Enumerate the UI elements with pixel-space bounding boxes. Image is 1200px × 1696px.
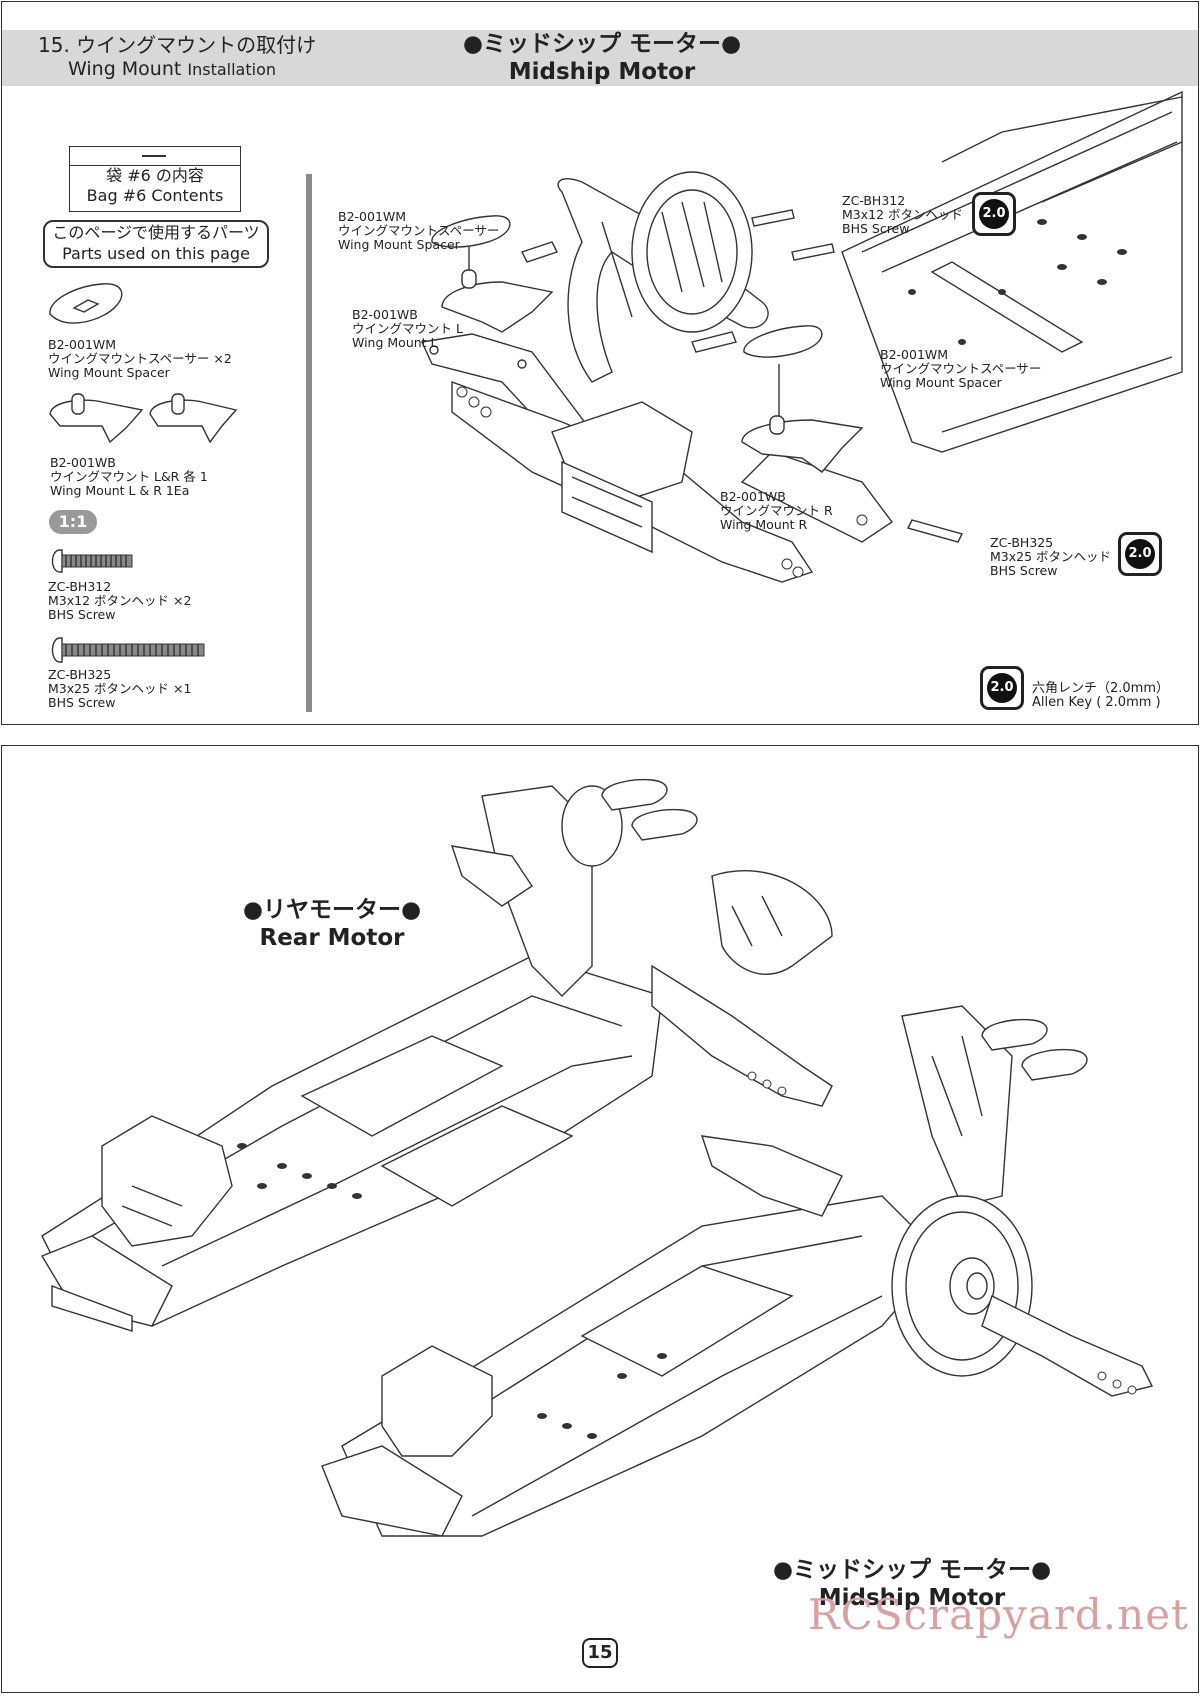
allen-key-en: Allen Key ( 2.0mm ) <box>1032 695 1161 710</box>
midship-motor-chassis-illustration <box>321 1005 1154 1537</box>
callout-spacer-right: B2-001WM ウイングマウントスペーサー Wing Mount Spacer <box>880 348 1041 390</box>
step-title-en-sub: Installation <box>187 60 277 79</box>
parts-used-box: このページで使用するパーツ Parts used on this page <box>43 220 269 268</box>
divider-bar <box>306 174 312 712</box>
rear-motor-title: ●リヤモーター● Rear Motor <box>222 896 442 952</box>
step-15-panel: 15. ウイングマウントの取付け Wing Mount Installation… <box>1 1 1199 725</box>
midship-motor-jp: ●ミッドシップ モーター● <box>772 1557 1052 1583</box>
part-3-label: ZC-BH312 M3x12 ボタンヘッド ×2 BHS Screw <box>48 580 191 622</box>
callout-screw-312-en: BHS Screw <box>842 221 910 236</box>
step-title: 15. ウイングマウントの取付け Wing Mount Installation <box>38 33 316 82</box>
part-4-jp: M3x25 ボタンヘッド ×1 <box>48 681 192 696</box>
m3x12-screw-illustration <box>51 549 133 573</box>
part-3-code: ZC-BH312 <box>48 579 112 594</box>
callout-screw-325: ZC-BH325 M3x25 ボタンヘッド BHS Screw <box>990 536 1111 578</box>
part-2-label: B2-001WB ウイングマウント L&R 各 1 Wing Mount L &… <box>50 456 208 498</box>
callout-mount-r-code: B2-001WB <box>720 489 786 504</box>
callout-mount-l: B2-001WB ウイングマウント L Wing Mount L <box>352 308 463 350</box>
layout-title: ●ミッドシップ モーター● Midship Motor <box>422 30 782 86</box>
callout-screw-312-code: ZC-BH312 <box>842 193 906 208</box>
parts-used-en: Parts used on this page <box>62 244 250 263</box>
callout-spacer-top-en: Wing Mount Spacer <box>338 237 460 252</box>
allen-key-badge: 2.0 <box>980 666 1024 710</box>
part-4-en: BHS Screw <box>48 695 116 710</box>
rear-motor-jp: ●リヤモーター● <box>242 897 422 923</box>
layout-title-en: Midship Motor <box>508 59 696 85</box>
bag-bar <box>70 147 240 166</box>
parts-used-jp: このページで使用するパーツ <box>52 223 260 242</box>
bag-jp: 袋 #6 の内容 <box>106 166 204 185</box>
callout-spacer-top-code: B2-001WM <box>338 209 407 224</box>
hex-key-badge: 2.0 <box>972 192 1016 236</box>
callout-mount-l-jp: ウイングマウント L <box>352 321 463 336</box>
rear-motor-en: Rear Motor <box>259 925 405 951</box>
part-2-code: B2-001WB <box>50 455 116 470</box>
midship-motor-en: Midship Motor <box>818 1585 1006 1611</box>
part-2-en: Wing Mount L & R 1Ea <box>50 483 190 498</box>
midship-rear-end-assembly-illustration <box>420 90 1183 583</box>
callout-spacer-right-en: Wing Mount Spacer <box>880 375 1002 390</box>
page-number: 15 <box>582 1638 618 1668</box>
part-1-label: B2-001WM ウイングマウントスペーサー ×2 Wing Mount Spa… <box>48 338 232 380</box>
wing-mount-lr-illustration <box>49 393 238 444</box>
callout-mount-r-jp: ウイングマウント R <box>720 503 833 518</box>
bag-contents-box: 袋 #6 の内容 Bag #6 Contents <box>69 146 241 212</box>
part-3-en: BHS Screw <box>48 607 116 622</box>
part-3-jp: M3x12 ボタンヘッド ×2 <box>48 593 192 608</box>
rear-motor-chassis-illustration <box>40 778 833 1332</box>
step-title-jp: 15. ウイングマウントの取付け <box>38 33 317 57</box>
callout-spacer-top-jp: ウイングマウントスペーサー <box>338 223 500 238</box>
step-title-en-main: Wing Mount <box>68 58 182 80</box>
callout-mount-r-en: Wing Mount R <box>720 517 808 532</box>
part-1-en: Wing Mount Spacer <box>48 365 170 380</box>
part-2-jp: ウイングマウント L&R 各 1 <box>50 469 208 484</box>
part-4-label: ZC-BH325 M3x25 ボタンヘッド ×1 BHS Screw <box>48 668 191 710</box>
layout-title-jp: ●ミッドシップ モーター● <box>462 31 742 57</box>
callout-mount-l-en: Wing Mount L <box>352 335 438 350</box>
part-4-code: ZC-BH325 <box>48 667 112 682</box>
bag-en: Bag #6 Contents <box>86 186 224 205</box>
spacer-part-illustration <box>49 283 123 324</box>
callout-spacer-top: B2-001WM ウイングマウントスペーサー Wing Mount Spacer <box>338 210 499 252</box>
part-1-code: B2-001WM <box>48 337 117 352</box>
callout-spacer-right-jp: ウイングマウントスペーサー <box>880 361 1042 376</box>
callout-screw-312: ZC-BH312 M3x12 ボタンヘッド BHS Screw <box>842 194 963 236</box>
completed-views-panel: ●リヤモーター● Rear Motor ●ミッドシップ モーター● Midshi… <box>1 745 1199 1693</box>
site-watermark: RCScrapyard.net <box>808 1590 1189 1639</box>
scale-badge: 1:1 <box>49 510 97 534</box>
callout-spacer-right-code: B2-001WM <box>880 347 949 362</box>
hex-key-badge: 2.0 <box>1118 532 1162 576</box>
callout-screw-325-jp: M3x25 ボタンヘッド <box>990 549 1112 564</box>
callout-mount-r: B2-001WB ウイングマウント R Wing Mount R <box>720 490 833 532</box>
step-title-en: Wing Mount Installation <box>68 57 316 82</box>
part-1-jp: ウイングマウントスペーサー ×2 <box>48 351 232 366</box>
callout-screw-312-jp: M3x12 ボタンヘッド <box>842 207 964 222</box>
midship-motor-title: ●ミッドシップ モーター● Midship Motor <box>762 1556 1062 1612</box>
header-band <box>2 30 1198 86</box>
callout-screw-325-en: BHS Screw <box>990 563 1058 578</box>
callout-screw-325-code: ZC-BH325 <box>990 535 1054 550</box>
callout-mount-l-code: B2-001WB <box>352 307 418 322</box>
allen-key-jp: 六角レンチ（2.0mm） <box>1032 681 1170 696</box>
allen-key-label: 六角レンチ（2.0mm） Allen Key ( 2.0mm ) <box>1032 682 1169 710</box>
m3x25-screw-illustration <box>51 637 205 663</box>
